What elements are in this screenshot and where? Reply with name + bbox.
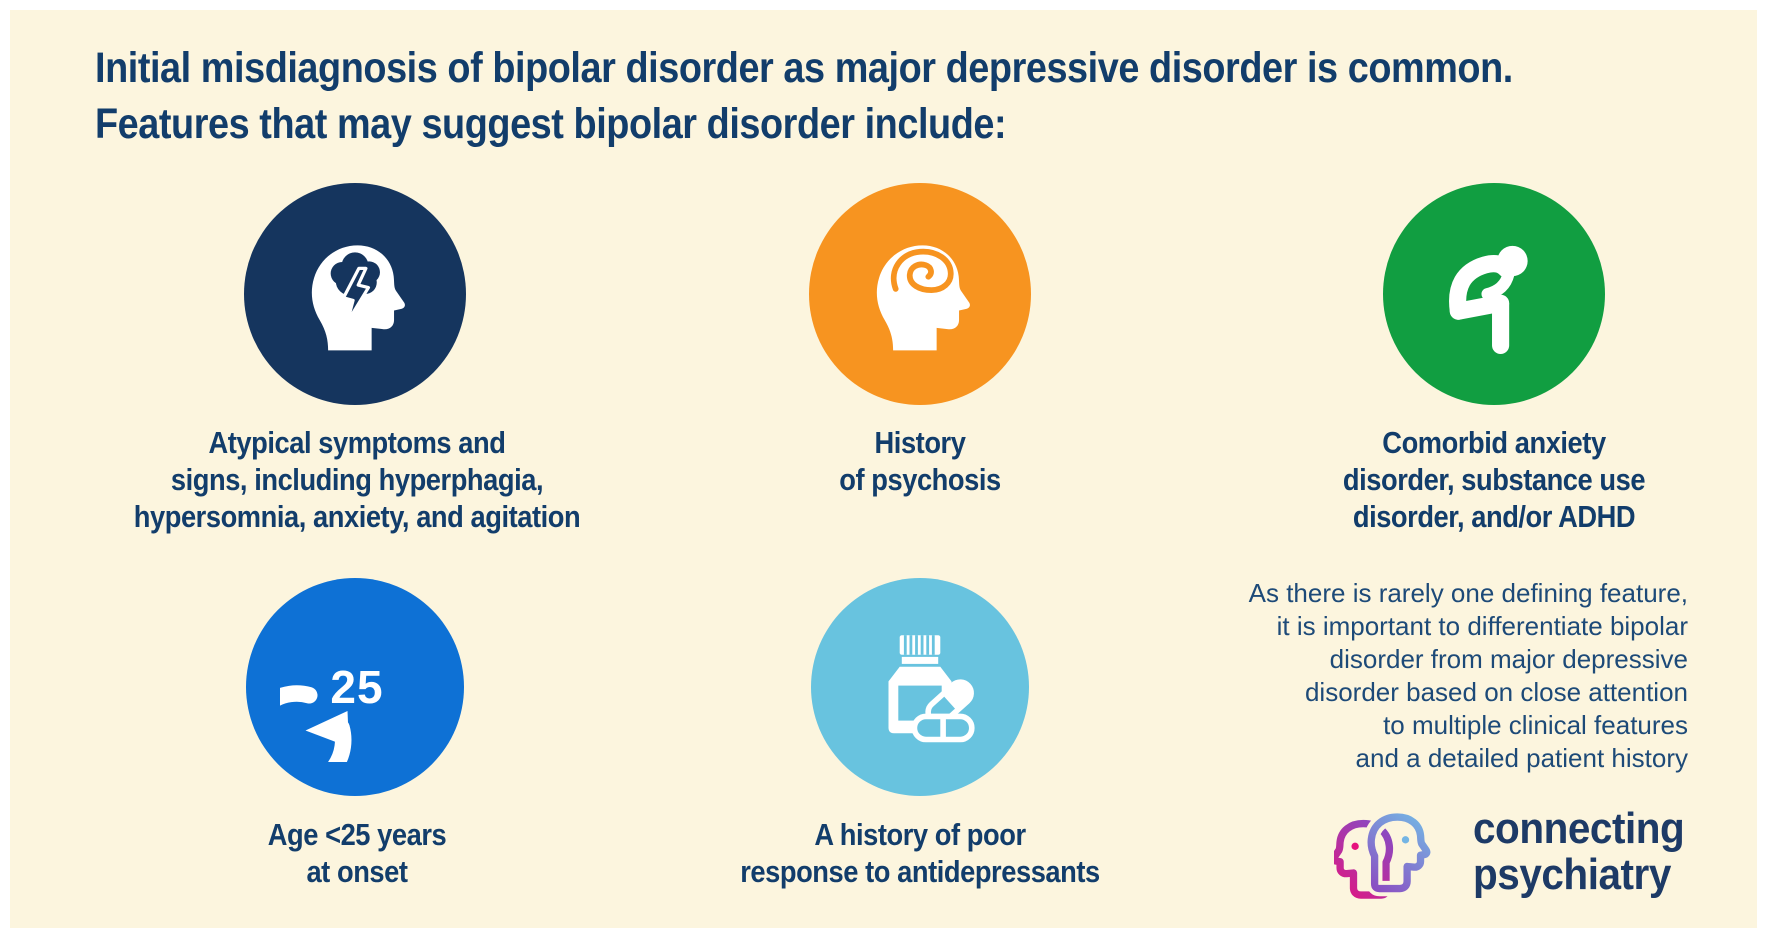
note-line: disorder based on close attention (1304, 677, 1688, 707)
feature-psychosis-circle (809, 183, 1031, 405)
hunched-person-icon (1449, 245, 1528, 355)
head-brain-icon (876, 245, 970, 351)
title-line-2: Features that may suggest bipolar disord… (95, 100, 1007, 148)
label-line: at onset (306, 854, 408, 889)
label-line: History (874, 425, 966, 460)
label-line: response to antidepressants (740, 854, 1100, 889)
label-line: Atypical symptoms and (208, 425, 506, 460)
connecting-psychiatry-logo-text: connecting psychiatry (1473, 804, 1685, 899)
label-line: Age <25 years (267, 817, 447, 852)
logo-word-connecting: connecting (1473, 804, 1685, 853)
feature-psychosis-label: History of psychosis (637, 424, 1204, 498)
label-line: of psychosis (839, 462, 1001, 497)
feature-antidepressant-label: A history of poor response to antidepres… (637, 816, 1204, 890)
feature-antidepressant-circle (811, 578, 1029, 796)
feature-age-onset-label: Age <25 years at onset (74, 816, 641, 890)
countdown-25-number: 25 (330, 661, 384, 713)
note-line: it is important to differentiate bipolar (1276, 611, 1688, 641)
head-storm-icon (311, 245, 405, 351)
label-line: hypersomnia, anxiety, and agitation (133, 499, 581, 534)
feature-comorbid-circle (1383, 183, 1605, 405)
label-line: Comorbid anxiety (1382, 425, 1606, 460)
feature-age-onset-circle: 25 (246, 578, 464, 796)
feature-comorbid-label: Comorbid anxiety disorder, substance use… (1211, 424, 1767, 535)
note-line: to multiple clinical features (1383, 710, 1688, 740)
differentiation-note: As there is rarely one defining feature,… (1200, 577, 1688, 775)
note-line: and a detailed patient history (1355, 743, 1688, 773)
connecting-psychiatry-logo-icon (1334, 809, 1435, 899)
feature-atypical-symptoms-circle (244, 183, 466, 405)
label-line: disorder, substance use (1342, 462, 1646, 497)
medication-icon (888, 635, 975, 743)
label-line: disorder, and/or ADHD (1352, 499, 1636, 534)
label-line: A history of poor (814, 817, 1026, 852)
page-title: Initial misdiagnosis of bipolar disorder… (95, 40, 1513, 152)
logo-word-psychiatry: psychiatry (1473, 850, 1671, 899)
note-line: disorder from major depressive (1329, 644, 1688, 674)
countdown-25-icon (280, 685, 352, 762)
feature-atypical-symptoms-label: Atypical symptoms and signs, including h… (74, 424, 641, 535)
note-line: As there is rarely one defining feature, (1248, 578, 1688, 608)
title-line-1: Initial misdiagnosis of bipolar disorder… (95, 44, 1513, 92)
label-line: signs, including hyperphagia, (170, 462, 544, 497)
